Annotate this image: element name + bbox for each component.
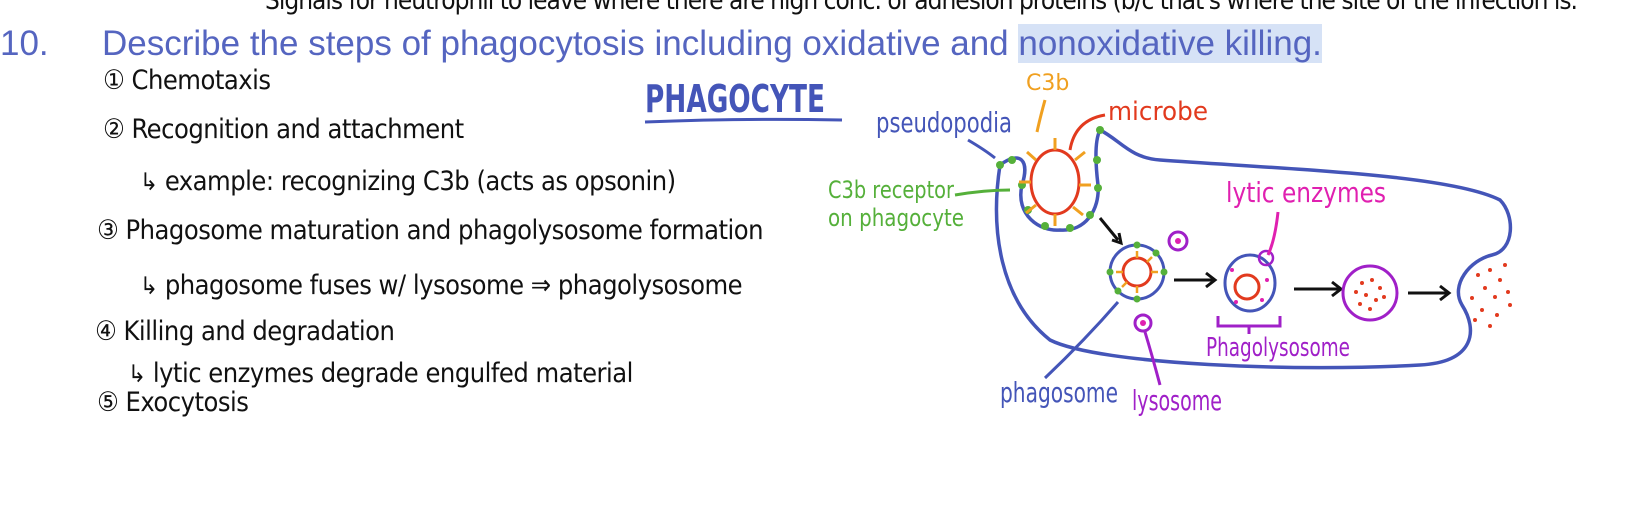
label-microbe: microbe [1108, 97, 1208, 127]
note-step-4: ④ Killing and degradation [95, 316, 395, 347]
phagolysosome [1223, 249, 1277, 313]
note-step-4-sub-text: lytic enzymes degrade engulfed material [152, 358, 634, 389]
note-step-3-sub-text: phagosome fuses w/ lysosome ⇒ phagolysos… [164, 270, 743, 301]
previous-line-text: Signals for neutrophil to leave where th… [265, 0, 1578, 16]
phagocyte-outline [994, 128, 1513, 370]
question-text-highlight: nonoxidative killing. [1018, 24, 1322, 63]
note-step-2-sub: ↳ example: recognizing C3b (acts as opso… [140, 166, 676, 197]
diagram-title: PHAGOCYTE [645, 77, 825, 121]
receptor-leader [954, 188, 1011, 197]
note-step-1: ① Chemotaxis [103, 65, 271, 96]
question-text: Describe the steps of phagocytosis inclu… [102, 24, 1322, 64]
arrow-to-degraded-vesicle [1294, 280, 1344, 298]
pseudopodia-leader [967, 138, 996, 160]
label-c3b: C3b [1026, 71, 1069, 96]
lysosome-top [1167, 230, 1189, 252]
arrow-to-phagosome [1098, 217, 1120, 241]
note-step-2: ② Recognition and attachment [103, 114, 464, 145]
note-step-3-sub: ↳ phagosome fuses w/ lysosome ⇒ phagolys… [140, 270, 743, 301]
note-step-3: ③ Phagosome maturation and phagolysosome… [97, 215, 763, 246]
microbe-engulfing [1019, 138, 1091, 226]
c3b-leader [1035, 99, 1047, 133]
title-underline [644, 117, 843, 124]
label-lysosome: lysosome [1132, 384, 1222, 417]
arrow-to-exocytosis [1408, 284, 1452, 302]
lysosome-bottom [1133, 313, 1153, 333]
sub-arrow-icon: ↳ [128, 360, 146, 388]
sub-arrow-icon: ↳ [140, 168, 158, 196]
sub-arrow-icon: ↳ [140, 272, 158, 300]
note-step-4-sub: ↳ lytic enzymes degrade engulfed materia… [128, 358, 633, 389]
arrowhead [1111, 232, 1123, 246]
lytic-enzymes-leader [1266, 211, 1280, 256]
exocytosis-debris [1470, 263, 1512, 328]
label-lytic-enzymes: lytic enzymes [1226, 176, 1386, 209]
lysosome-leader [1143, 331, 1162, 386]
label-phagolysosome: Phagolysosome [1206, 333, 1350, 363]
microbe-leader [1068, 113, 1106, 151]
label-pseudopodia: pseudopodia [876, 106, 1012, 139]
note-step-5: ⑤ Exocytosis [97, 387, 249, 418]
phagolysosome-bracket [1216, 316, 1282, 334]
label-receptor-line1: C3b receptor [828, 176, 954, 204]
question-text-main: Describe the steps of phagocytosis inclu… [102, 24, 1019, 63]
note-step-2-sub-text: example: recognizing C3b (acts as opsoni… [164, 166, 676, 197]
degraded-vesicle [1341, 264, 1399, 322]
question-number: 10. [0, 24, 49, 63]
phagosome-leader [1043, 301, 1120, 380]
label-receptor-line2: on phagocyte [828, 204, 964, 232]
receptor-dots [996, 126, 1104, 232]
label-phagosome: phagosome [1000, 376, 1118, 409]
pseudopodia-cup [998, 129, 1102, 232]
phagosome [1106, 241, 1168, 303]
arrow-to-phagolysosome [1174, 271, 1218, 289]
